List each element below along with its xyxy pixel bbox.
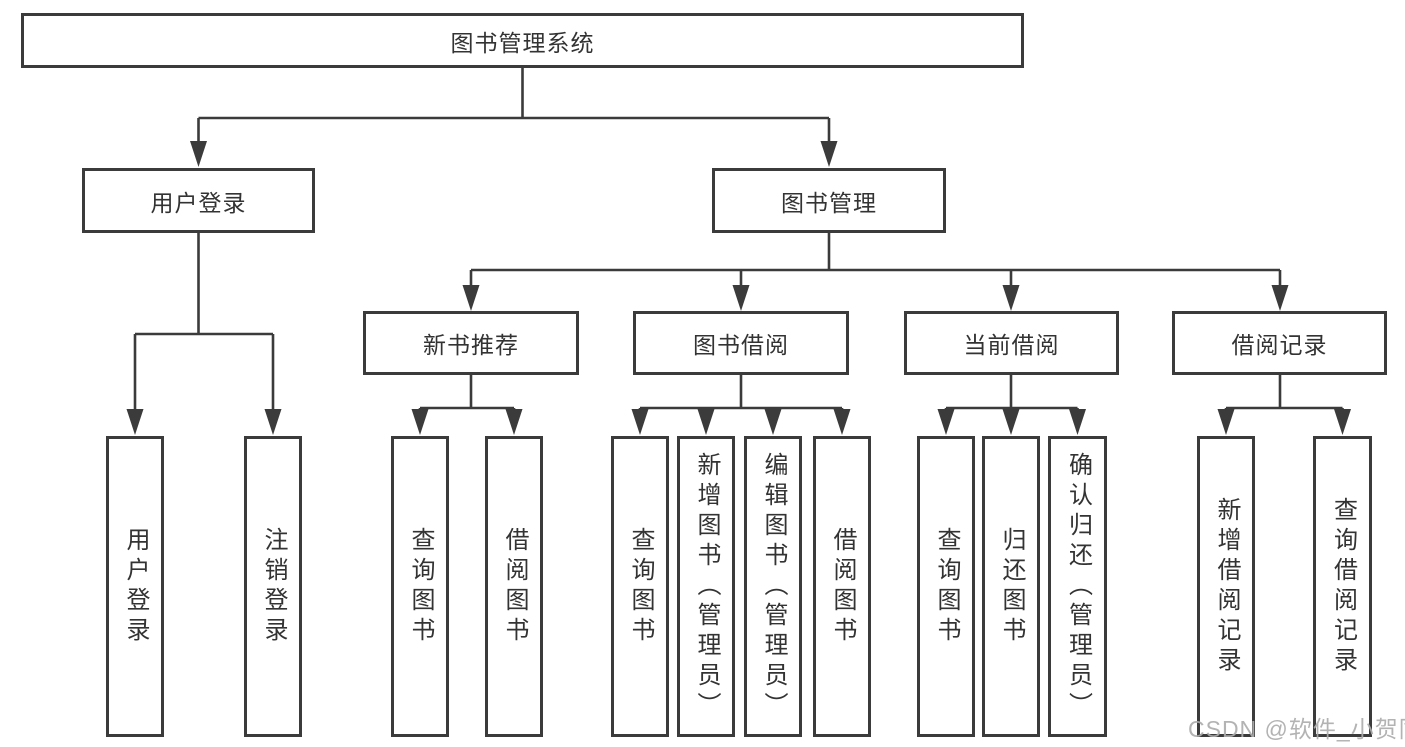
arrow-down-icon <box>937 409 955 435</box>
node-label: 确认归还（管理员） <box>1064 451 1092 722</box>
leaf-query-books-2: 查询图书 <box>611 436 669 737</box>
node-label: 借阅图书 <box>501 526 528 647</box>
leaf-borrow-books: 借阅图书 <box>485 436 543 737</box>
node-label: 新书推荐 <box>423 332 519 358</box>
node-label: 新增借阅记录 <box>1213 496 1240 677</box>
node-book-borrow: 图书借阅 <box>633 311 849 375</box>
node-label: 编辑图书（管理员） <box>760 451 787 722</box>
node-book-management: 图书管理 <box>712 168 946 233</box>
node-label: 图书管理 <box>781 189 877 216</box>
leaf-user-login: 用户登录 <box>106 436 164 737</box>
arrow-down-icon <box>1002 409 1020 435</box>
node-label: 查询图书 <box>407 526 434 647</box>
node-user-login: 用户登录 <box>82 168 315 233</box>
arrow-down-icon <box>631 409 649 435</box>
arrow-down-icon <box>697 409 715 435</box>
node-label: 借阅图书 <box>829 526 856 647</box>
arrow-down-icon <box>732 285 750 311</box>
node-current-borrow: 当前借阅 <box>904 311 1119 375</box>
node-label: 新增图书（管理员） <box>693 451 720 722</box>
leaf-borrow-books-2: 借阅图书 <box>813 436 871 737</box>
arrow-down-icon <box>1002 285 1020 311</box>
arrow-down-icon <box>264 409 282 435</box>
node-label: 查询借阅记录 <box>1329 496 1357 677</box>
node-label: 查询图书 <box>933 526 960 647</box>
arrow-down-icon <box>126 409 144 435</box>
arrow-down-icon <box>1217 409 1235 435</box>
leaf-confirm-return-admin: 确认归还（管理员） <box>1048 436 1107 737</box>
node-new-book-recommend: 新书推荐 <box>363 311 579 375</box>
arrow-down-icon <box>505 409 523 435</box>
arrow-down-icon <box>1334 409 1351 435</box>
node-label: 当前借阅 <box>963 332 1060 358</box>
node-label: 用户登录 <box>122 526 149 647</box>
leaf-query-books-3: 查询图书 <box>917 436 975 737</box>
node-label: 图书管理系统 <box>450 29 595 56</box>
node-label: 借阅记录 <box>1231 332 1328 358</box>
leaf-edit-books-admin: 编辑图书（管理员） <box>744 436 802 737</box>
leaf-logout: 注销登录 <box>244 436 302 737</box>
connector-paths <box>133 68 1344 418</box>
leaf-add-borrow-record: 新增借阅记录 <box>1197 436 1255 737</box>
arrow-down-icon <box>820 141 838 167</box>
node-label: 图书借阅 <box>693 332 789 358</box>
leaf-add-books-admin: 新增图书（管理员） <box>677 436 735 737</box>
node-system-root: 图书管理系统 <box>21 13 1024 68</box>
arrow-down-icon <box>190 141 207 167</box>
node-label: 查询图书 <box>627 526 654 647</box>
arrow-down-icon <box>764 409 782 435</box>
node-borrow-records: 借阅记录 <box>1172 311 1387 375</box>
node-label: 归还图书 <box>998 526 1025 647</box>
leaf-query-borrow-record: 查询借阅记录 <box>1313 436 1372 737</box>
node-label: 注销登录 <box>260 526 287 647</box>
leaf-query-books: 查询图书 <box>391 436 449 737</box>
csdn-watermark: CSDN @软件_小贺同学 <box>1188 716 1405 742</box>
arrow-down-icon <box>833 409 851 435</box>
arrowhead-icons <box>126 141 1351 435</box>
arrow-down-icon <box>1271 285 1289 311</box>
arrow-down-icon <box>1069 409 1086 435</box>
arrow-down-icon <box>462 285 480 311</box>
leaf-return-books: 归还图书 <box>982 436 1040 737</box>
arrow-down-icon <box>411 409 429 435</box>
node-label: 用户登录 <box>150 189 247 216</box>
